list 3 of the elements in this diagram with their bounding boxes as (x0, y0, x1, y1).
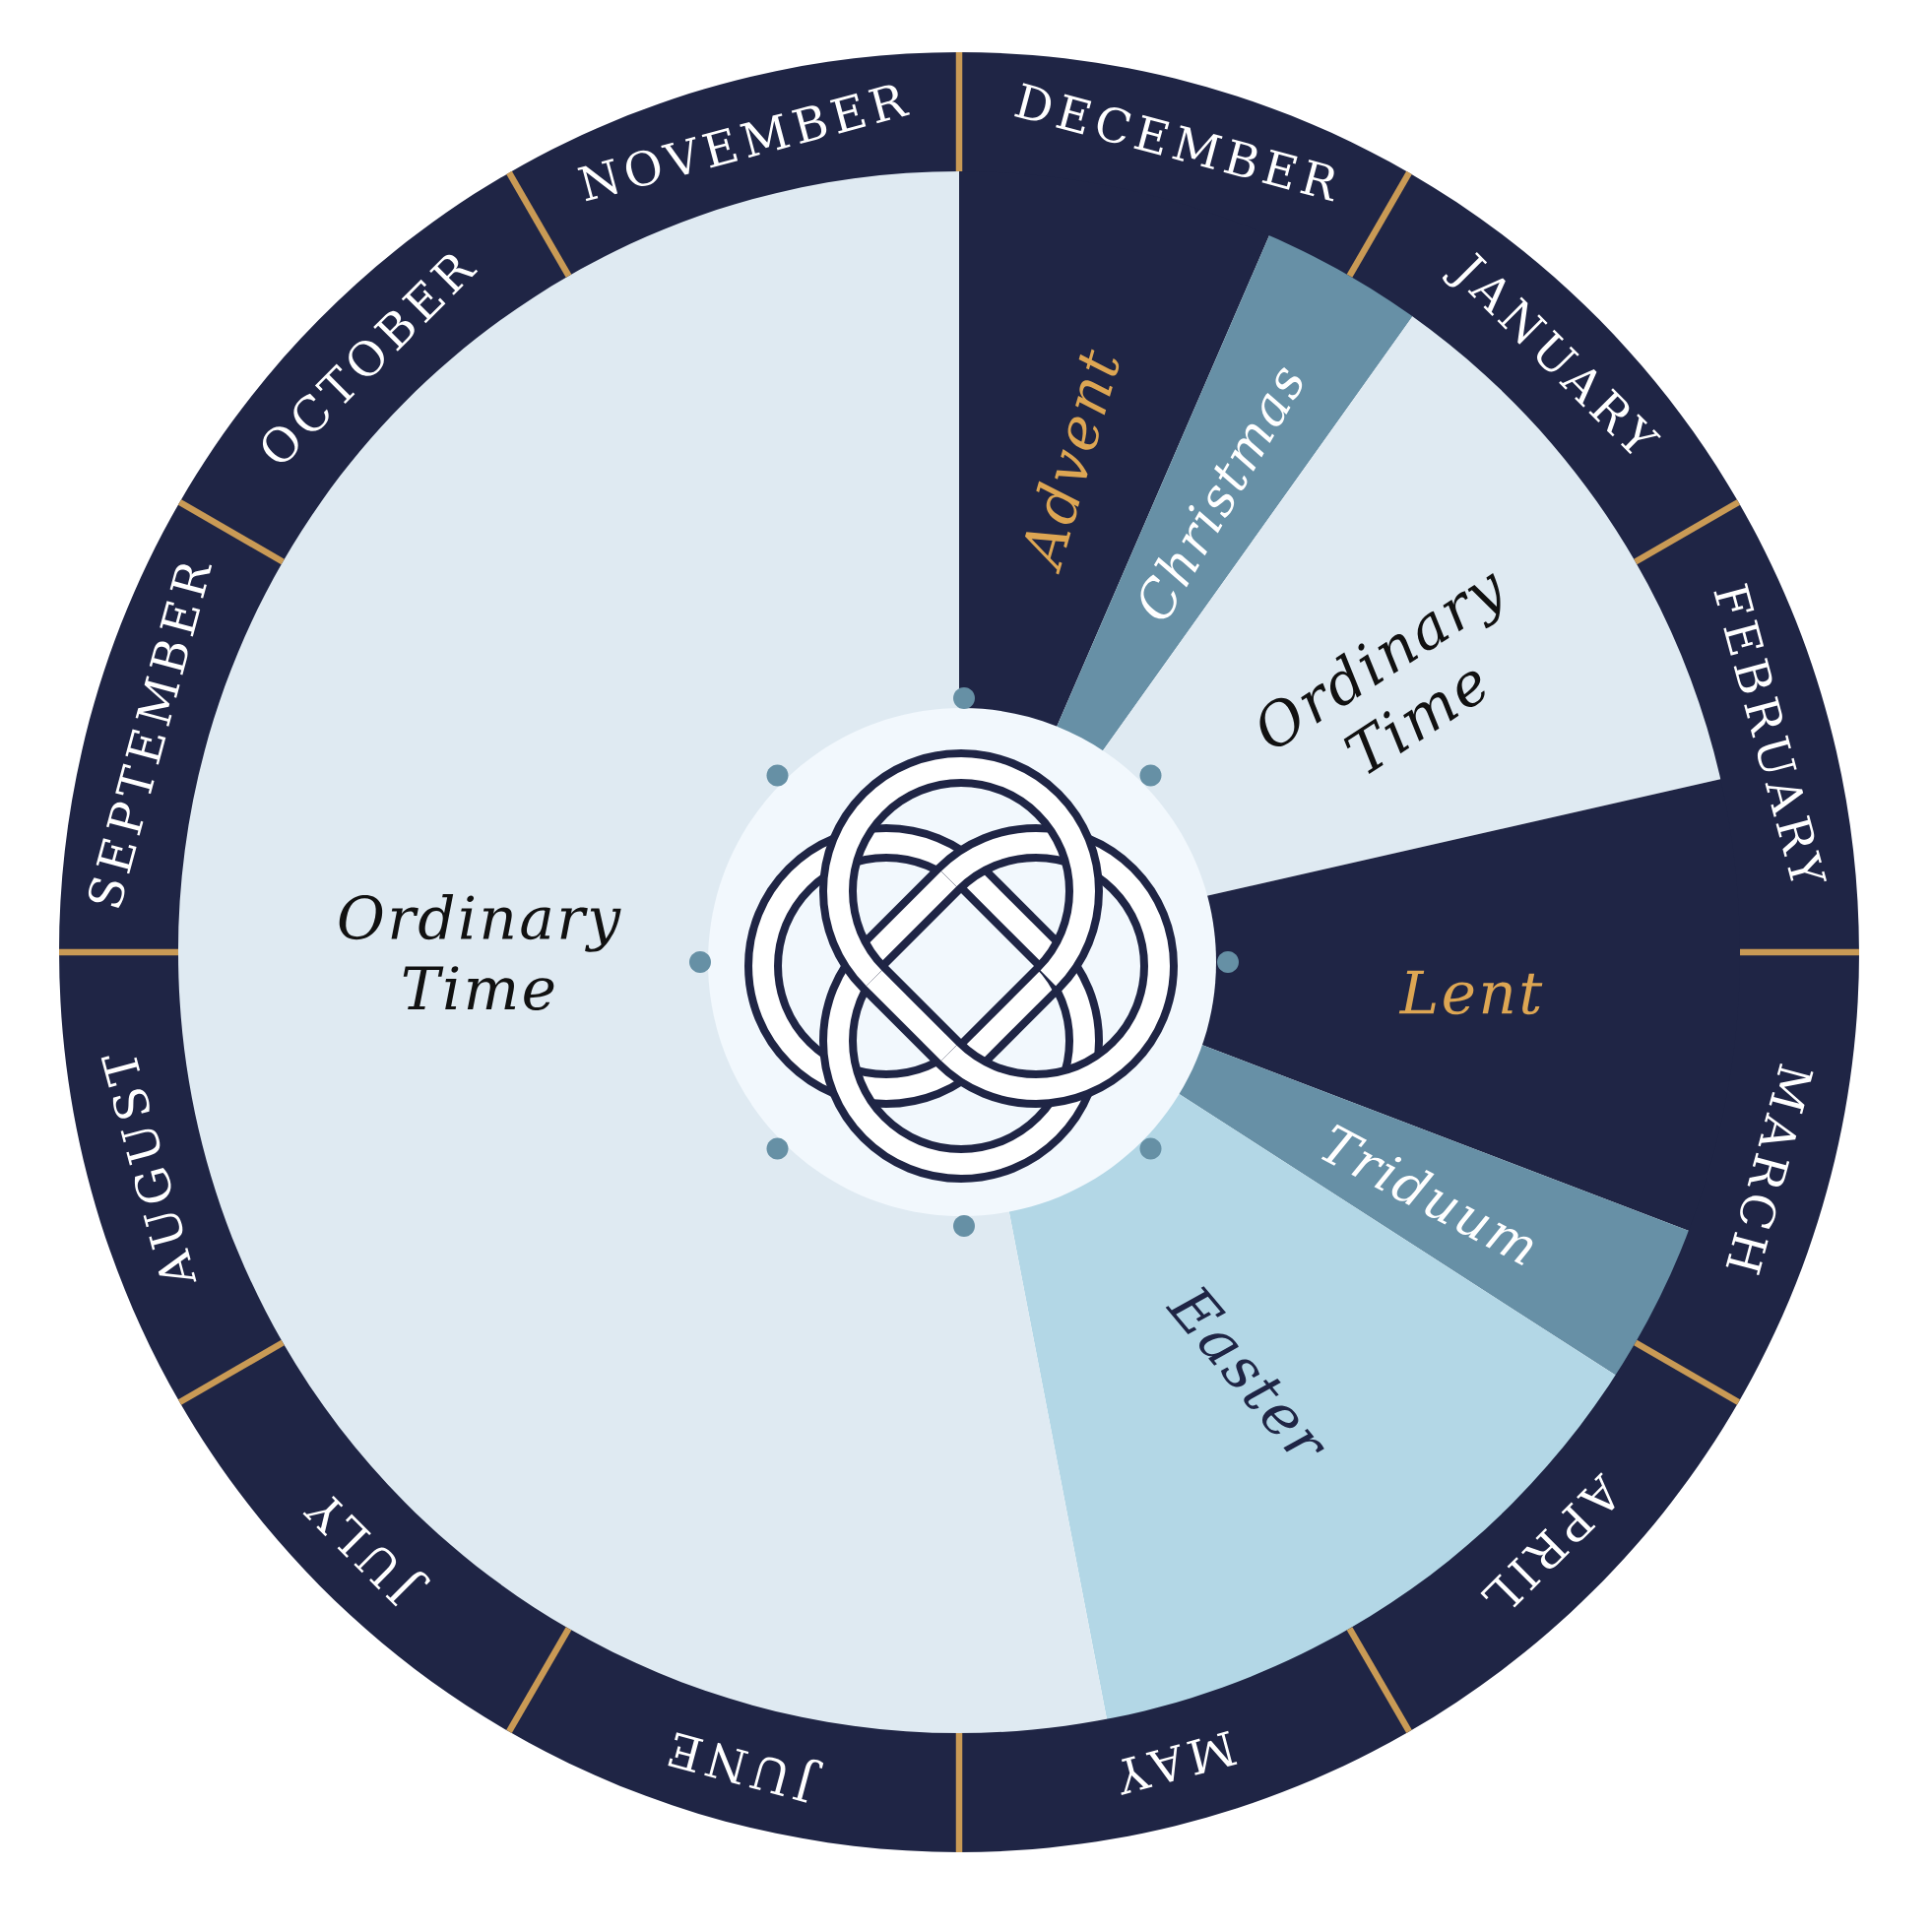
month-band: MAY (959, 1628, 1409, 1852)
month-band: JUNE (509, 1628, 959, 1852)
node-label: Lent (1398, 970, 1543, 1015)
